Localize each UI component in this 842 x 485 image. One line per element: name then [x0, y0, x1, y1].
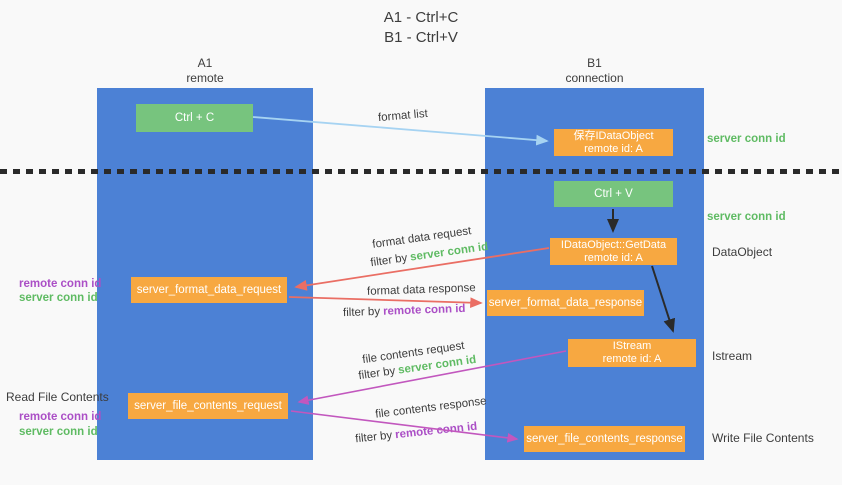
label-file-contents-response: file contents response — [374, 395, 488, 421]
right-server-conn-id-1: server conn id — [707, 133, 786, 145]
label-format-list: format list — [377, 107, 429, 125]
node-server-file-contents-request-label: server_file_contents_request — [134, 399, 282, 412]
lifeline-a1-name: A1 — [197, 56, 213, 70]
server-conn-id-text: server conn id — [409, 240, 489, 264]
left-remote-conn-id-1: remote conn id — [19, 278, 102, 290]
remote-conn-id-text: remote conn id — [382, 302, 466, 318]
node-ctrl-v: Ctrl + V — [554, 181, 673, 207]
istream-label: Istream — [712, 349, 753, 363]
right-server-conn-id-2: server conn id — [707, 211, 786, 223]
node-save-dataobject: 保存IDataObject remote id: A — [554, 129, 673, 156]
node-ctrl-c-label: Ctrl + C — [174, 111, 215, 124]
node-server-format-data-request-label: server_format_data_request — [136, 283, 282, 296]
node-server-format-data-response-label: server_format_data_response — [488, 296, 643, 309]
node-getdata-line1: IDataObject::GetData — [560, 238, 667, 251]
filter-by-text: filter by — [354, 429, 393, 446]
node-server-file-contents-request: server_file_contents_request — [128, 393, 288, 419]
node-server-file-contents-response: server_file_contents_response — [524, 426, 685, 452]
node-server-format-data-request: server_format_data_request — [131, 277, 287, 303]
node-save-dataobject-line1: 保存IDataObject — [573, 129, 654, 142]
page-title: A1 - Ctrl+C B1 - Ctrl+V — [0, 8, 842, 48]
lifeline-header-a1: A1 remote — [97, 56, 313, 86]
node-save-dataobject-line2: remote id: A — [584, 142, 643, 155]
node-server-format-data-response: server_format_data_response — [487, 290, 644, 316]
filter-by-text: filter by — [342, 305, 381, 320]
left-remote-conn-id-2: remote conn id — [19, 411, 102, 423]
lifeline-b1-name: B1 — [587, 56, 602, 70]
node-istream-line1: IStream — [612, 340, 652, 352]
node-ctrl-c: Ctrl + C — [136, 104, 253, 132]
node-server-file-contents-response-label: server_file_contents_response — [526, 432, 683, 445]
lifeline-a1-subtitle: remote — [186, 71, 224, 85]
filter-by-text: filter by — [369, 252, 409, 270]
label-format-data-response: format data response — [366, 282, 476, 298]
left-server-conn-id-2: server conn id — [19, 426, 98, 438]
filter-by-text: filter by — [357, 365, 397, 383]
arrow-format-data-response — [288, 296, 483, 309]
node-getdata-line2: remote id: A — [584, 251, 643, 264]
node-istream: IStream remote id: A — [568, 339, 696, 367]
title-line-1: A1 - Ctrl+C — [383, 9, 459, 26]
node-ctrl-v-label: Ctrl + V — [594, 187, 633, 200]
node-getdata: IDataObject::GetData remote id: A — [550, 238, 677, 265]
lifeline-b1-subtitle: connection — [565, 71, 624, 85]
left-server-conn-id-1: server conn id — [19, 292, 98, 304]
read-file-contents-label: Read File Contents — [6, 390, 109, 404]
title-line-2: B1 - Ctrl+V — [384, 29, 458, 46]
lifeline-header-b1: B1 connection — [485, 56, 704, 86]
dotted-divider-line — [0, 169, 842, 174]
node-istream-line2: remote id: A — [602, 353, 662, 365]
write-file-contents-label: Write File Contents — [712, 431, 814, 445]
dataobject-label: DataObject — [712, 245, 773, 259]
remote-conn-id-text: remote conn id — [394, 420, 478, 442]
